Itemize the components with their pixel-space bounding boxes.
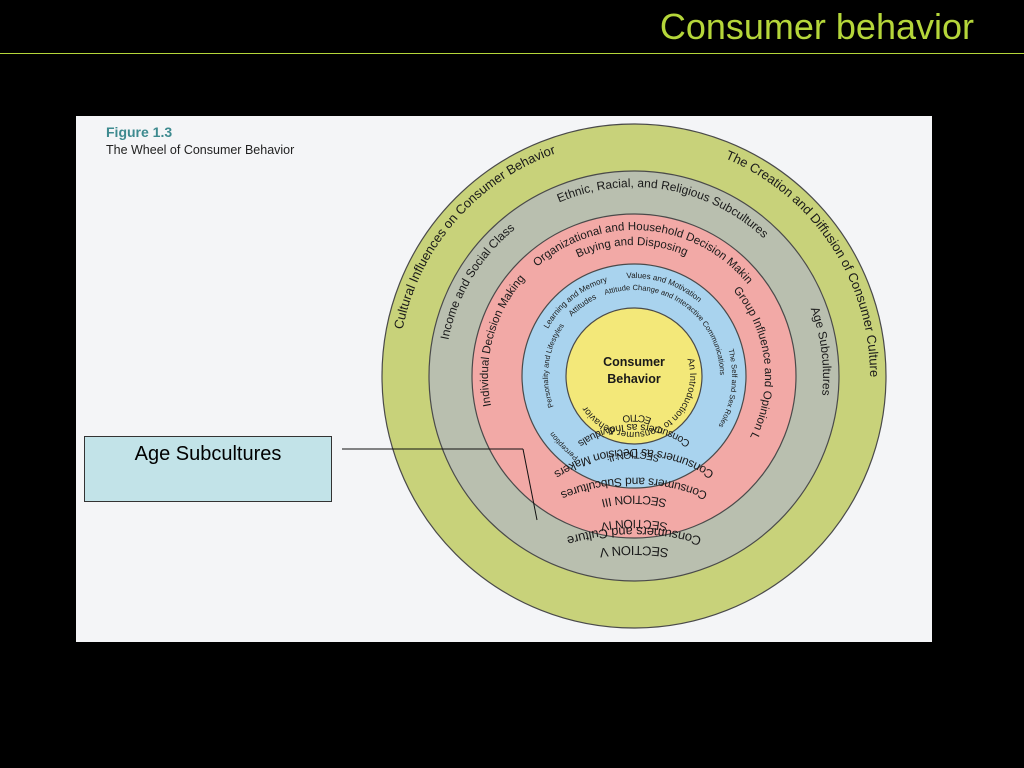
ring-5-section-label: SECTION V: [598, 543, 669, 561]
figure-caption: The Wheel of Consumer Behavior: [106, 143, 295, 157]
consumer-behavior-wheel: Cultural Influences on Consumer Behavior…: [76, 116, 887, 629]
ring-3-section-label: SECTION III: [600, 493, 668, 511]
ring-2-section-label: SECTION II: [607, 449, 661, 464]
title-divider: [0, 53, 1024, 54]
figure-number: Figure 1.3: [106, 124, 173, 140]
core-title-line-2: Behavior: [607, 372, 661, 386]
callout-box: Age Subcultures: [84, 436, 332, 502]
core-title-line-1: Consumer: [603, 355, 665, 369]
ring-4-section-label: SECTION IV: [600, 517, 669, 534]
ring-1-disc: [565, 307, 703, 445]
slide-title: Consumer behavior: [659, 6, 974, 47]
figure-panel: Cultural Influences on Consumer Behavior…: [76, 116, 932, 642]
callout-label: Age Subcultures: [134, 443, 282, 465]
